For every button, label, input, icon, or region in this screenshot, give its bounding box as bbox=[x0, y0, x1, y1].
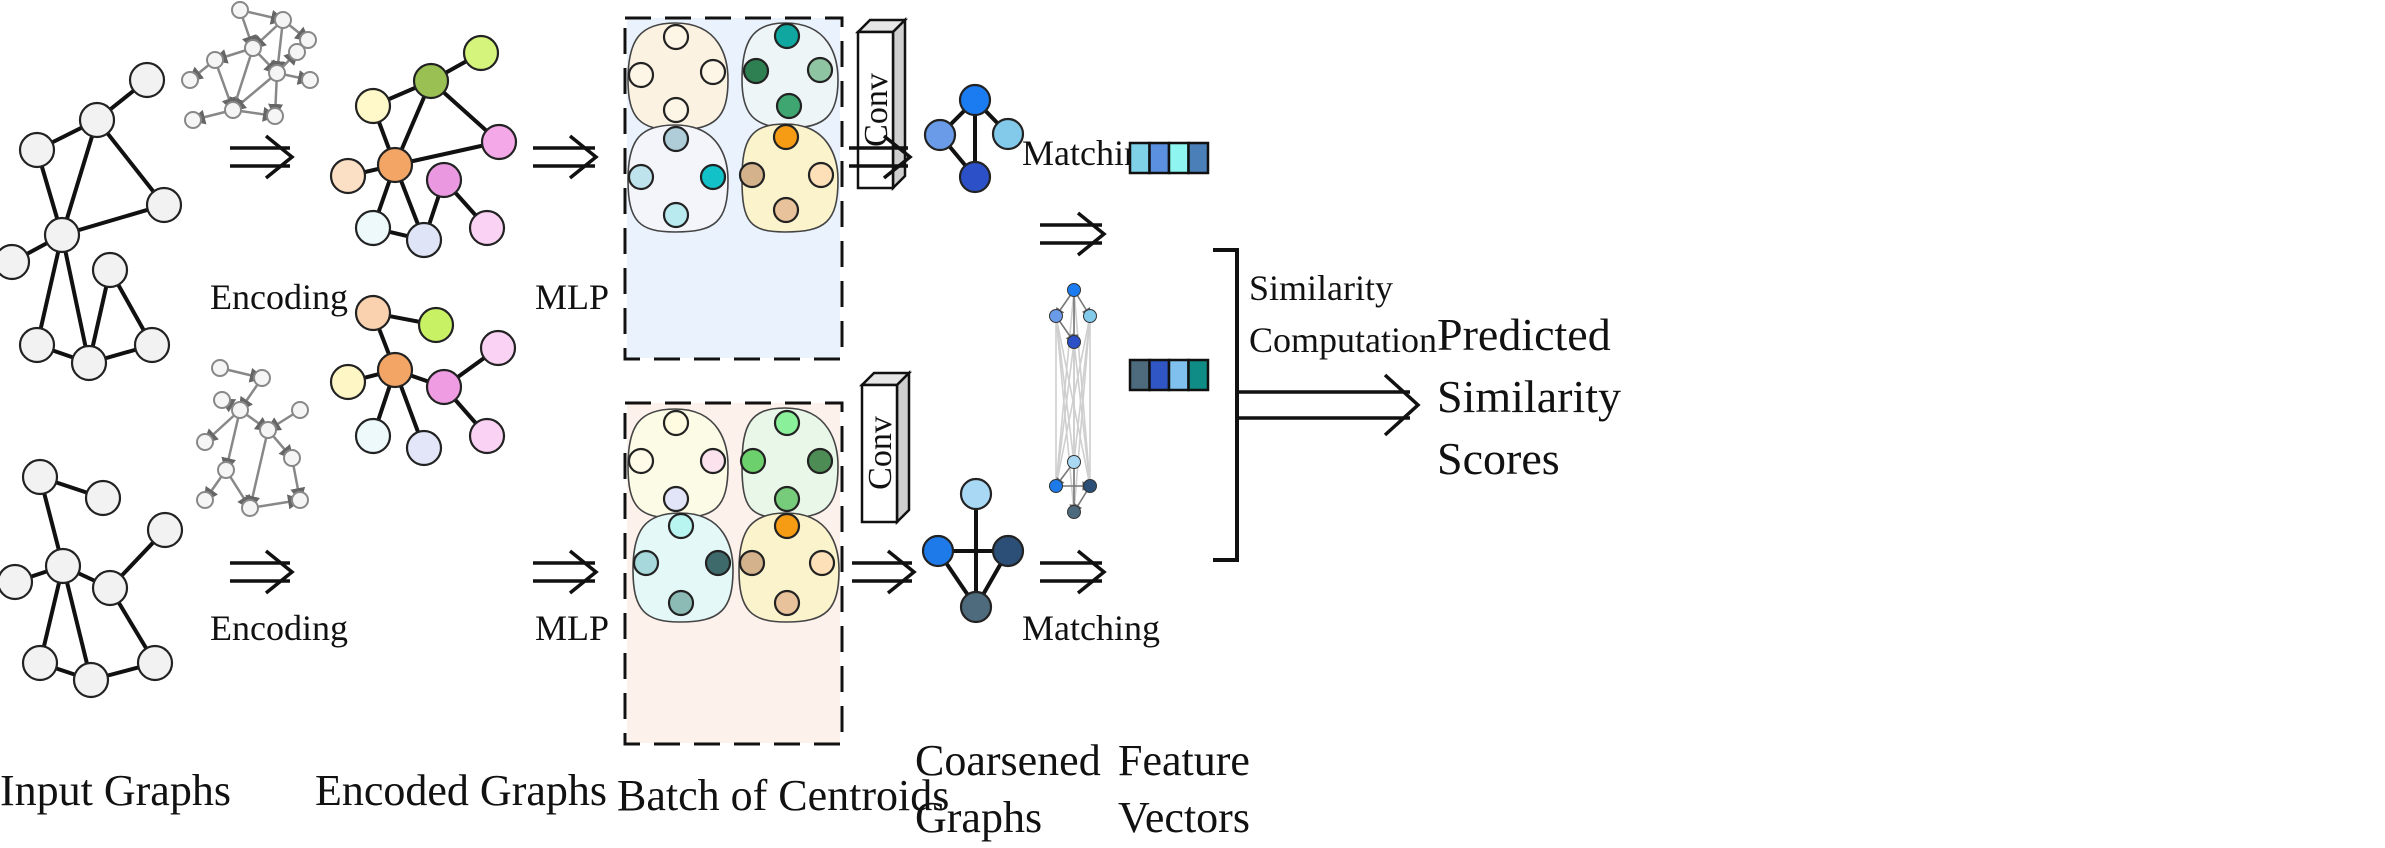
graph-node bbox=[18, 326, 56, 364]
centroid-batch-bottom bbox=[623, 401, 844, 746]
graph-node bbox=[44, 547, 82, 585]
coarsened-graph-top bbox=[923, 83, 1025, 194]
graph-node bbox=[133, 326, 171, 364]
mlp-arrow-bottom bbox=[533, 549, 599, 595]
predicted-label-line2: Similarity bbox=[1437, 371, 1621, 422]
input-graph-top bbox=[0, 61, 183, 382]
conv-label-bottom: Conv bbox=[862, 416, 899, 490]
feature-vector-top bbox=[1128, 141, 1210, 175]
input-graph-bottom bbox=[0, 458, 184, 699]
conv-arrow-top bbox=[849, 134, 913, 180]
similarity-label-line1: Similarity bbox=[1249, 268, 1393, 308]
feature-title-line2: Vectors bbox=[1118, 793, 1250, 842]
matching-label-bottom: Matching bbox=[1022, 608, 1160, 648]
encoded-graph-top bbox=[329, 34, 518, 259]
predicted-label-line3: Scores bbox=[1437, 433, 1560, 484]
encoding-diagram-bottom bbox=[196, 359, 309, 517]
mlp-arrow-top bbox=[533, 134, 599, 180]
graph-node bbox=[91, 251, 129, 289]
graph-node bbox=[146, 511, 184, 549]
graph-node bbox=[84, 479, 122, 517]
graph-node bbox=[0, 243, 31, 281]
input-graphs-title: Input Graphs bbox=[0, 766, 231, 815]
graph-node bbox=[136, 644, 174, 682]
matching-arrow-bottom bbox=[1040, 549, 1107, 595]
predicted-label-line1: Predicted bbox=[1437, 309, 1611, 360]
encoding-diagram-top bbox=[181, 1, 319, 129]
feature-cell bbox=[1148, 141, 1171, 175]
encoding-label-top: Encoding bbox=[210, 277, 348, 317]
graph-node bbox=[43, 216, 81, 254]
coarsened-title-line2: Graphs bbox=[915, 793, 1042, 842]
graph-node bbox=[21, 644, 59, 682]
conv-box-top: Conv bbox=[854, 16, 909, 192]
cross-matching-diagram bbox=[1049, 283, 1097, 519]
mlp-label-top: MLP bbox=[535, 277, 609, 317]
graph-node bbox=[72, 661, 110, 699]
similarity-arrow bbox=[1237, 373, 1421, 437]
encoding-arrow-bottom bbox=[230, 549, 295, 595]
graph-node bbox=[78, 101, 116, 139]
similarity-bracket bbox=[1213, 248, 1239, 562]
feature-vector-bottom bbox=[1128, 358, 1210, 392]
conv-box-bottom: Conv bbox=[858, 369, 913, 526]
conv-arrow-bottom bbox=[852, 549, 917, 595]
feature-cell bbox=[1187, 141, 1210, 175]
conv-label-top: Conv bbox=[858, 73, 895, 147]
graph-node bbox=[91, 569, 129, 607]
graph-node bbox=[128, 61, 166, 99]
batch-of-centroids-title: Batch of Centroids bbox=[617, 771, 949, 820]
matching-arrow-top bbox=[1040, 211, 1107, 257]
feature-cell bbox=[1128, 358, 1151, 392]
similarity-label-line2: Computation bbox=[1249, 320, 1437, 360]
encoded-graph-bottom bbox=[329, 294, 517, 467]
encoding-arrow-top bbox=[230, 134, 295, 180]
encoded-graphs-title: Encoded Graphs bbox=[315, 766, 607, 815]
feature-cell bbox=[1128, 141, 1151, 175]
graph-node bbox=[18, 131, 56, 169]
coarsened-title-line1: Coarsened bbox=[915, 736, 1101, 785]
feature-cell bbox=[1187, 358, 1210, 392]
centroid-batch-top bbox=[623, 16, 844, 361]
graph-node bbox=[0, 563, 34, 601]
encoding-label-bottom: Encoding bbox=[210, 608, 348, 648]
feature-title-line1: Feature bbox=[1118, 736, 1250, 785]
graph-node bbox=[70, 344, 108, 382]
feature-cell bbox=[1167, 141, 1190, 175]
graph-node bbox=[145, 186, 183, 224]
coarsened-graph-bottom bbox=[921, 477, 1025, 624]
mlp-label-bottom: MLP bbox=[535, 608, 609, 648]
graph-node bbox=[21, 458, 59, 496]
feature-cell bbox=[1167, 358, 1190, 392]
feature-cell bbox=[1148, 358, 1171, 392]
